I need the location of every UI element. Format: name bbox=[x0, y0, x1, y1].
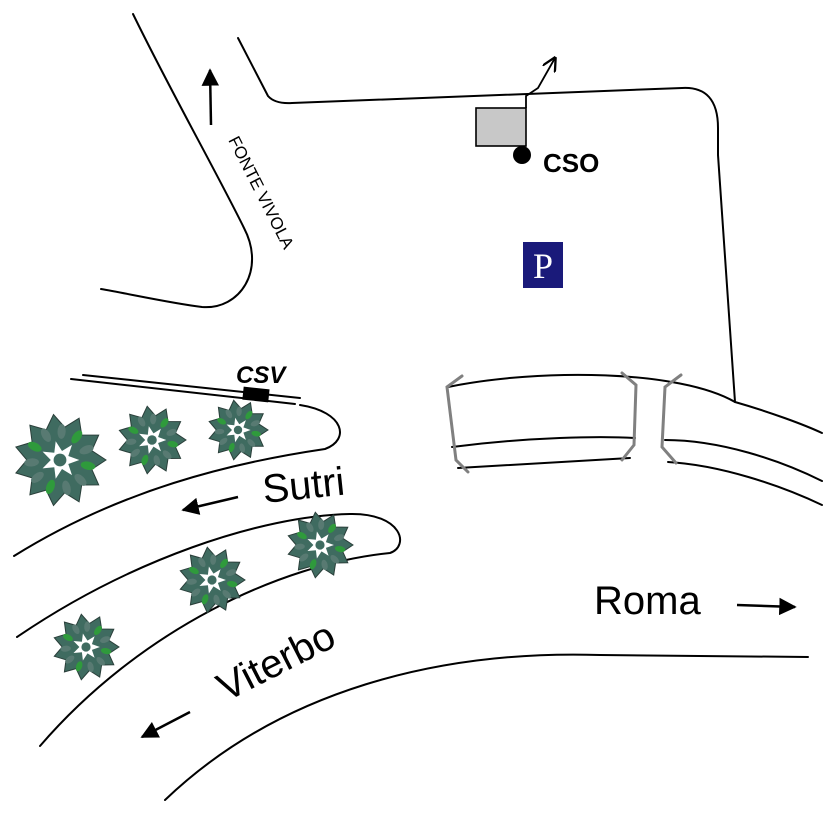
label-csv: CSV bbox=[236, 362, 287, 389]
arrow-sutri-icon bbox=[181, 495, 239, 515]
label-fonte-vivola: FONTE VIVOLA bbox=[224, 133, 297, 252]
tree-icon bbox=[287, 511, 354, 579]
arrow-roma-icon bbox=[736, 597, 797, 616]
label-viterbo: Viterbo bbox=[210, 614, 342, 710]
tree-icon bbox=[179, 546, 246, 614]
bridge-rail-center-left bbox=[620, 371, 638, 462]
tree-icon bbox=[118, 405, 187, 475]
road-roma-edge bbox=[164, 653, 809, 801]
bridge-rail-center-right bbox=[660, 373, 683, 465]
station-dot-icon bbox=[513, 146, 531, 164]
arrow-viterbo-icon bbox=[140, 710, 191, 739]
road-fonte-vivola-east-edge bbox=[237, 37, 736, 403]
cso-building bbox=[475, 107, 527, 147]
parking-sign-icon bbox=[523, 242, 563, 288]
tree-icon bbox=[53, 613, 120, 681]
bridge-deck-line-1 bbox=[451, 436, 823, 482]
bridge-deck-line-2 bbox=[457, 457, 823, 506]
road-viterbo-island bbox=[16, 512, 401, 747]
road-bridge-upper-edge bbox=[447, 373, 823, 434]
label-sutri: Sutri bbox=[260, 460, 346, 512]
parking-sign-label: P bbox=[533, 246, 553, 286]
label-roma: Roma bbox=[594, 579, 701, 623]
direction-arrow-icon bbox=[525, 58, 555, 108]
trees-group bbox=[15, 399, 354, 681]
road-sutri-island bbox=[13, 404, 341, 557]
bridge-rail-left bbox=[445, 374, 470, 474]
csv-station-marker bbox=[242, 386, 270, 403]
tree-icon bbox=[208, 399, 269, 461]
road-fonte-vivola-west-edge bbox=[100, 13, 254, 309]
arrow-fonte-vivola-icon bbox=[201, 68, 220, 126]
tree-icon bbox=[15, 413, 107, 507]
label-cso: CSO bbox=[543, 148, 599, 178]
